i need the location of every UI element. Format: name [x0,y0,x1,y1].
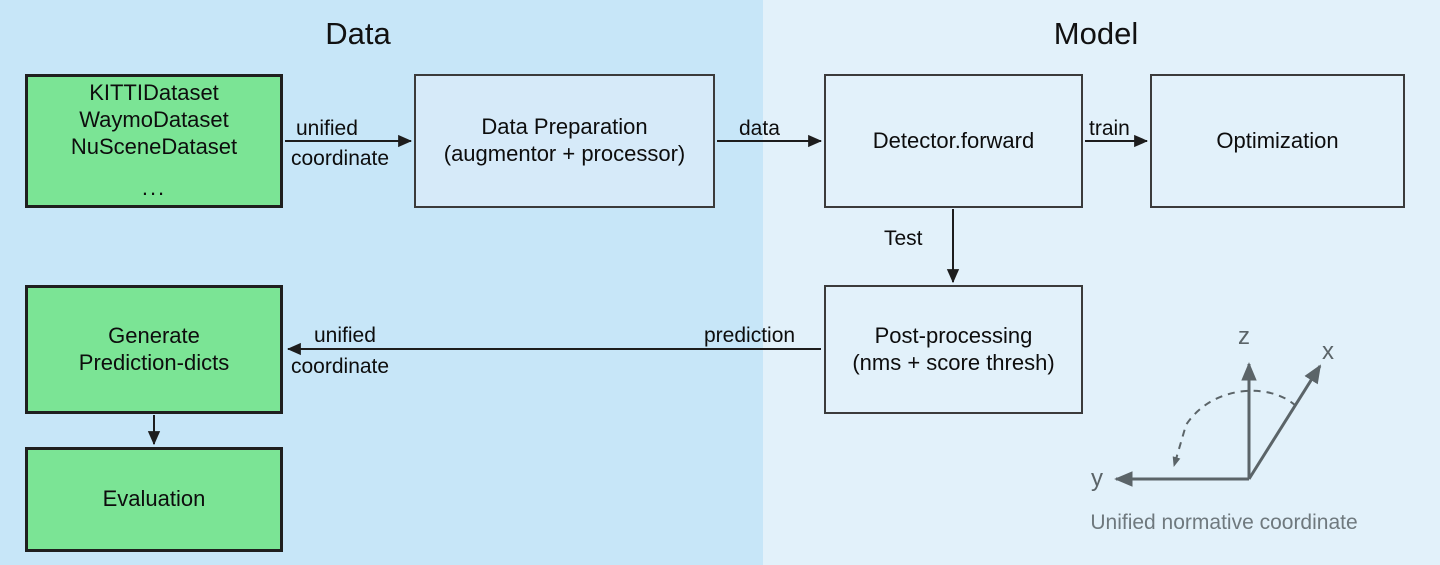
axis-label-y: y [1091,465,1103,492]
edge-label-prediction: prediction [704,324,796,347]
node-data-preparation-line2: (augmentor + processor) [443,141,686,166]
node-generate-prediction-dicts[interactable]: Generate Prediction-dicts [25,285,283,414]
node-datasets-ellipsis: ... [141,174,167,200]
node-optimization-label: Optimization [1216,127,1339,153]
node-datasets[interactable]: KITTIDataset WaymoDataset NuSceneDataset… [25,74,283,208]
node-evaluation[interactable]: Evaluation [25,447,283,552]
axis-label-z: z [1238,323,1250,350]
node-generate-prediction-dicts-line2: Prediction-dicts [78,349,230,375]
coordinate-frame-caption: Unified normative coordinate [1090,511,1358,534]
node-generate-prediction-dicts-line1: Generate [108,322,200,348]
node-post-processing[interactable]: Post-processing (nms + score thresh) [824,285,1083,414]
node-post-processing-line1: Post-processing [874,322,1033,348]
edge-label-coordinate-bottom: coordinate [291,355,390,378]
node-data-preparation[interactable]: Data Preparation (augmentor + processor) [414,74,715,208]
node-datasets-line3: NuSceneDataset [70,134,238,159]
node-detector-forward-label: Detector.forward [872,127,1035,153]
edge-label-unified-bottom: unified [314,324,376,347]
edge-label-data: data [739,117,780,140]
edge-label-train: train [1089,117,1130,140]
edge-label-coordinate-top: coordinate [291,147,390,170]
axis-label-x: x [1322,338,1334,365]
node-optimization[interactable]: Optimization [1150,74,1405,208]
node-datasets-line2: WaymoDataset [79,107,229,133]
edge-label-test: Test [884,227,923,250]
section-title-data: Data [325,16,391,51]
node-datasets-line1: KITTIDataset [89,80,219,106]
node-post-processing-line2: (nms + score thresh) [852,349,1055,375]
section-title-model: Model [1053,16,1139,51]
edge-label-unified-top: unified [296,117,358,140]
node-detector-forward[interactable]: Detector.forward [824,74,1083,208]
node-evaluation-label: Evaluation [102,486,206,512]
node-data-preparation-line1: Data Preparation [481,114,648,140]
